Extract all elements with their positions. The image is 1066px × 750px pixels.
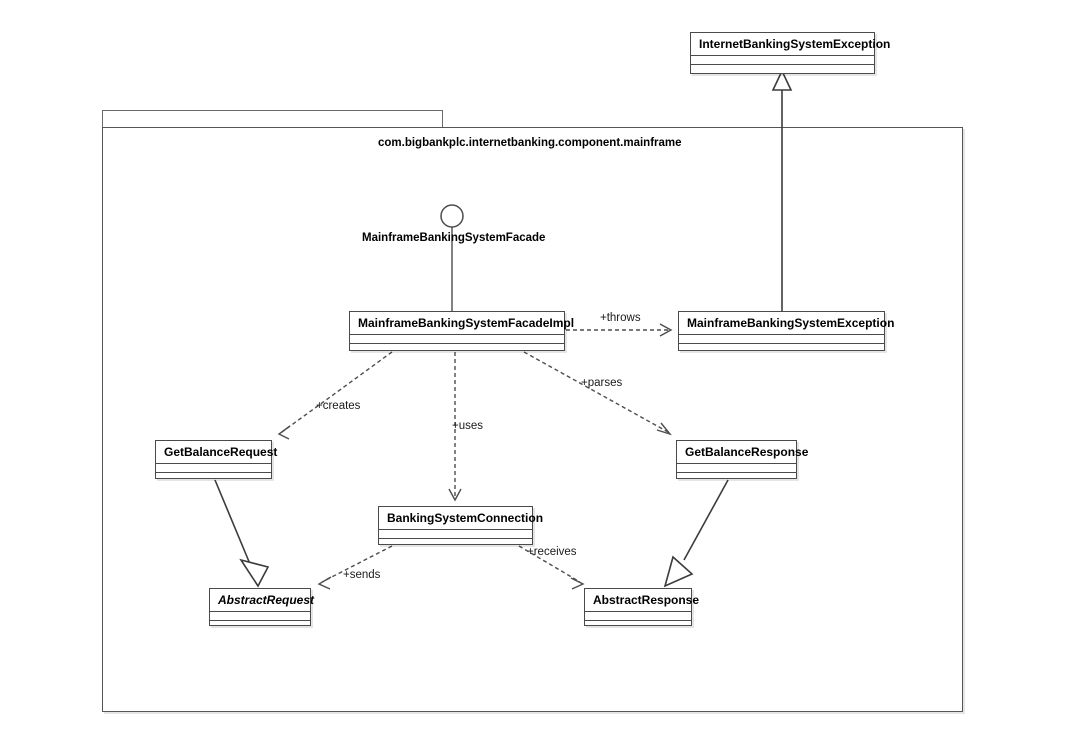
class-operations-compartment	[156, 473, 271, 482]
class-title-get-balance-response: GetBalanceResponse	[677, 441, 808, 464]
package-tab	[102, 110, 443, 128]
class-title-banking-system-connection: BankingSystemConnection	[379, 507, 543, 530]
relationship-throws	[566, 323, 673, 337]
class-title-mainframe-banking-system-facade-impl: MainframeBankingSystemFacadeImpl	[350, 312, 574, 335]
relationship-parses	[523, 351, 673, 436]
class-title-abstract-request: AbstractRequest	[210, 589, 314, 612]
lollipop-connector	[440, 204, 464, 311]
relationship-gen-exception	[771, 69, 793, 311]
class-abstract-request[interactable]: AbstractRequest	[209, 588, 314, 626]
interface-label-mainframe-banking-system-facade: MainframeBankingSystemFacade	[362, 232, 546, 244]
class-banking-system-connection[interactable]: BankingSystemConnection	[378, 506, 543, 548]
class-operations-compartment	[677, 473, 796, 482]
class-mainframe-banking-system-exception[interactable]: MainframeBankingSystemException	[678, 311, 894, 353]
class-abstract-response[interactable]: AbstractResponse	[584, 588, 699, 626]
class-attributes-compartment	[350, 335, 564, 344]
class-operations-compartment	[379, 539, 532, 548]
edge-label-throws: +throws	[600, 312, 641, 324]
class-internet-banking-system-exception[interactable]: InternetBankingSystemException	[690, 32, 890, 74]
class-attributes-compartment	[210, 612, 310, 621]
class-attributes-compartment	[585, 612, 691, 621]
class-operations-compartment	[350, 344, 564, 353]
class-operations-compartment	[691, 65, 874, 74]
edge-label-parses: +parses	[581, 377, 623, 389]
class-attributes-compartment	[677, 464, 796, 473]
edge-label-uses: +uses	[452, 420, 484, 432]
edge-label-receives: +receives	[527, 546, 577, 558]
relationship-gen-response	[663, 479, 729, 588]
relationship-receives	[518, 545, 585, 590]
edge-label-sends: +sends	[343, 569, 381, 581]
class-operations-compartment	[585, 621, 691, 630]
class-title-mainframe-banking-system-exception: MainframeBankingSystemException	[679, 312, 894, 335]
relationship-creates	[277, 351, 393, 440]
class-get-balance-request[interactable]: GetBalanceRequest	[155, 440, 277, 482]
class-attributes-compartment	[156, 464, 271, 473]
class-title-internet-banking-system-exception: InternetBankingSystemException	[691, 33, 890, 56]
class-title-get-balance-request: GetBalanceRequest	[156, 441, 277, 464]
class-attributes-compartment	[679, 335, 884, 344]
class-get-balance-response[interactable]: GetBalanceResponse	[676, 440, 808, 482]
relationship-sends	[317, 545, 393, 590]
package-name-label: com.bigbankplc.internetbanking.component…	[378, 137, 682, 149]
edge-label-creates: +creates	[316, 400, 361, 412]
class-title-abstract-response: AbstractResponse	[585, 589, 699, 612]
class-mainframe-banking-system-facade-impl[interactable]: MainframeBankingSystemFacadeImpl	[349, 311, 574, 353]
class-attributes-compartment	[379, 530, 532, 539]
class-attributes-compartment	[691, 56, 874, 65]
relationship-gen-request	[214, 479, 270, 588]
relationship-uses	[448, 352, 462, 502]
class-operations-compartment	[210, 621, 310, 630]
class-operations-compartment	[679, 344, 884, 353]
